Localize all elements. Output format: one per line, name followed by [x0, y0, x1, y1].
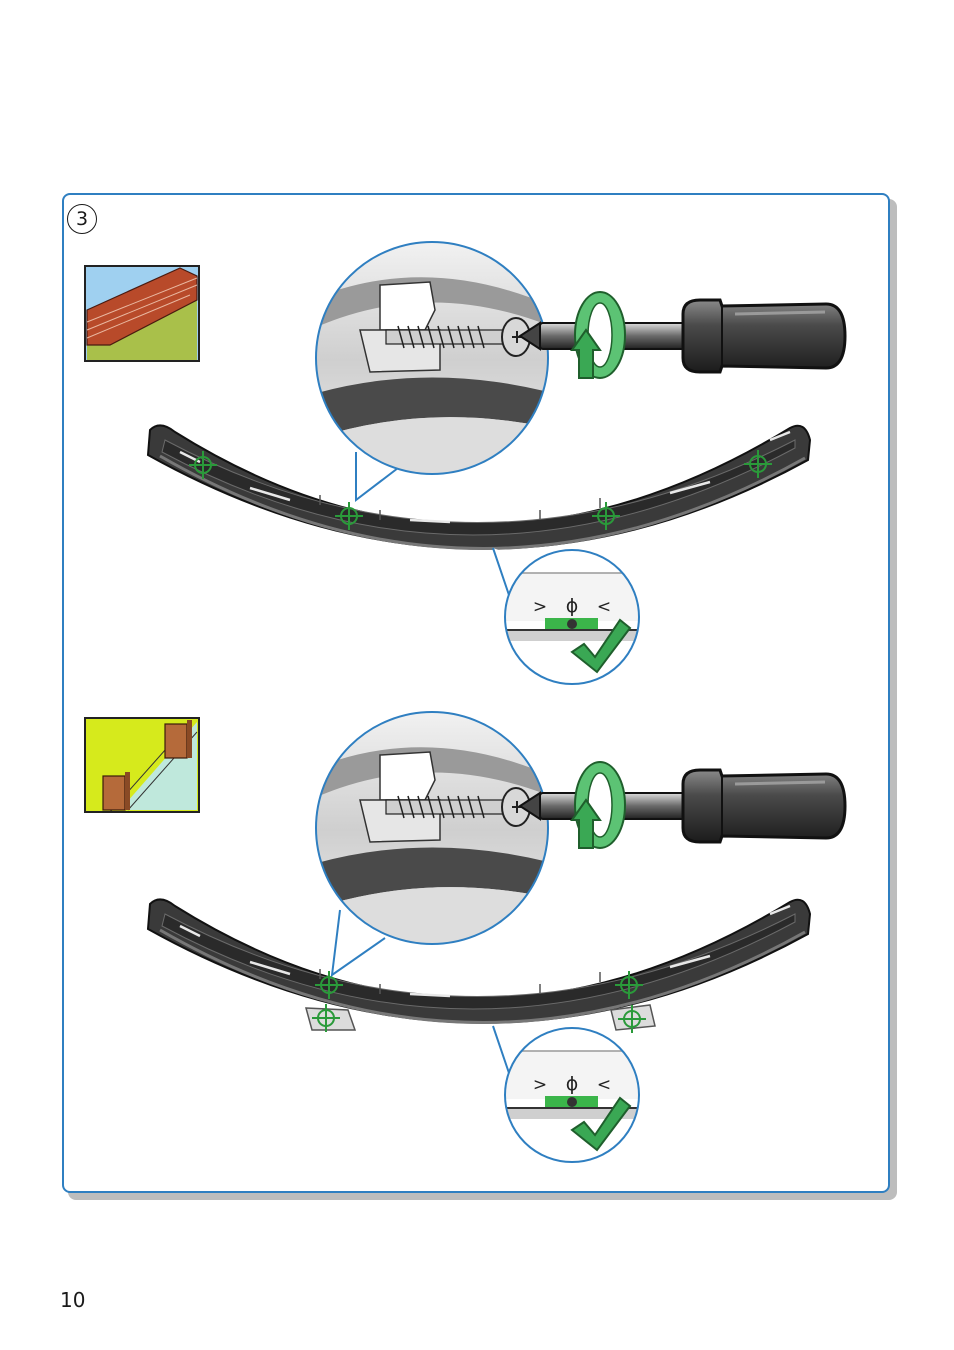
level-right-mark: <: [597, 1075, 611, 1095]
section-stud-wall: > ϕ <: [85, 710, 845, 1168]
page-number: 10: [60, 1288, 85, 1312]
level-right-mark: <: [597, 597, 611, 617]
brick-wall-icon: [85, 266, 199, 361]
rotate-arrow-icon: [572, 762, 625, 848]
level-center-mark: ϕ: [566, 595, 579, 617]
screwdriver-icon: [520, 300, 845, 372]
rotate-arrow-icon: [572, 292, 625, 378]
stud-wall-icon: [85, 718, 199, 812]
level-left-mark: >: [533, 1075, 547, 1095]
screwdriver-icon: [520, 770, 845, 842]
level-bubble-icon: [493, 548, 650, 690]
section-brick-wall: > ϕ <: [85, 240, 845, 690]
level-center-mark: ϕ: [566, 1073, 579, 1095]
zoom-callout-icon: [310, 240, 560, 500]
zoom-callout-icon: [310, 710, 560, 975]
level-bubble-icon: [493, 1026, 650, 1168]
level-left-mark: >: [533, 597, 547, 617]
